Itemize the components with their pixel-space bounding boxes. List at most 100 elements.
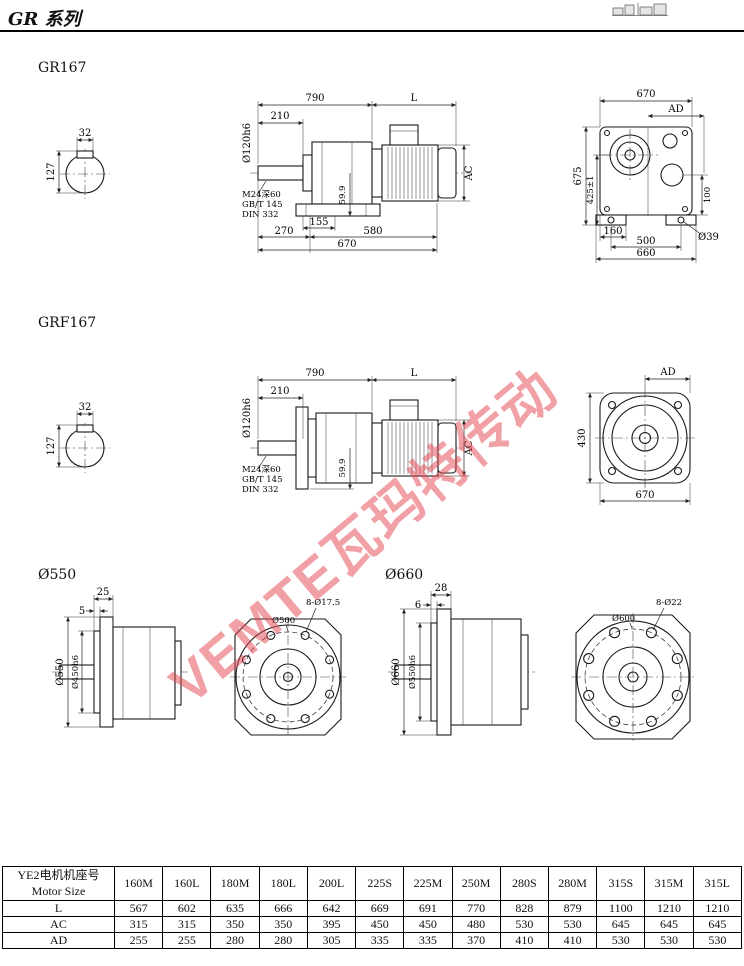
bolt-holes	[583, 627, 683, 727]
dim-790: 790	[305, 93, 324, 104]
gr167-side-view	[250, 124, 472, 217]
table-col-header: 180M	[210, 866, 260, 901]
table-cell: 1100	[596, 900, 646, 917]
table-col-header: 225S	[355, 866, 405, 901]
flange-drawings: 25 5 Ø550 Ø450h6	[52, 583, 695, 741]
table-cell: 305	[306, 932, 357, 949]
table-cell: 410	[547, 932, 598, 949]
dim-spigot450: Ø450h6	[70, 655, 81, 689]
dim-790: 790	[305, 368, 324, 379]
dim-580: 580	[363, 226, 382, 237]
dim-L: L	[411, 93, 418, 104]
grf167-end-view	[595, 388, 695, 488]
brand-machines-logo-icon	[612, 3, 668, 16]
table-cell: 370	[451, 932, 501, 949]
table-col-header: 160L	[162, 866, 212, 901]
table-row-label: AC	[2, 916, 115, 933]
grf167-end-dimensions: AD 430 670	[577, 367, 691, 505]
dim-AD: AD	[667, 104, 683, 115]
table-cell: 255	[162, 932, 212, 949]
dim-670-bottom: 670	[635, 490, 654, 501]
table-cell: 879	[547, 900, 598, 917]
dim-5: 5	[79, 606, 85, 617]
table-cell: 645	[692, 916, 743, 933]
dim-25: 25	[97, 587, 110, 598]
table-cell: 828	[499, 900, 549, 917]
dim-675: 675	[573, 166, 584, 185]
grf167-side-view	[250, 399, 472, 490]
section-label-flange550: Ø550	[38, 567, 77, 583]
table-cell: 315	[162, 916, 212, 933]
dim-bolt-circle: Ø500	[272, 615, 295, 626]
table-cell: 530	[596, 932, 646, 949]
dim-AC: AC	[464, 165, 475, 181]
gr167-shaft-cross-section: 32 127	[46, 128, 110, 199]
tap-spec-line3: DIN 332	[242, 210, 279, 220]
table-col-header: 315M	[644, 866, 694, 901]
flange550-side-view: 25 5 Ø550 Ø450h6	[52, 587, 188, 728]
flange660-side-view: 28 6 Ø660 Ø550h6	[388, 583, 535, 736]
gr167-drawing: 32 127	[46, 89, 719, 263]
dim-425: 425±1	[586, 176, 596, 205]
dim-shaft-section-dia: 127	[46, 162, 57, 181]
section-label-flange660: Ø660	[385, 567, 424, 583]
gr167-side-dimensions: 790 L 210 Ø120h6 M24深60 GB/T 145 DIN 332…	[242, 93, 475, 253]
table-col-header: 160M	[113, 866, 164, 901]
dim-bolt-holes: 8-Ø22	[656, 597, 682, 608]
dim-59-9: 59.9	[338, 186, 348, 205]
dim-AD: AD	[659, 367, 675, 378]
table-col-header: 280M	[547, 866, 598, 901]
table-cell: 530	[692, 932, 743, 949]
table-cell: 770	[451, 900, 501, 917]
table-cell: 410	[499, 932, 549, 949]
section-label-grf167: GRF167	[38, 315, 97, 331]
table-cell: 1210	[644, 900, 694, 917]
dim-210: 210	[270, 386, 289, 397]
dim-od660: Ø660	[391, 658, 402, 685]
dim-28: 28	[435, 583, 448, 594]
table-cell: 602	[162, 900, 212, 917]
dim-155: 155	[309, 217, 328, 228]
grf167-drawing: 32 127	[46, 367, 695, 505]
table-cell: 350	[258, 916, 308, 933]
table-col-header: 280S	[499, 866, 549, 901]
table-col-header: 315S	[596, 866, 646, 901]
dim-shaft-dia: Ø120h6	[242, 398, 253, 438]
grf167-side-dimensions: 790 L 210 Ø120h6 M24深60 GB/T 145 DIN 332…	[242, 368, 475, 495]
table-cell: 691	[403, 900, 453, 917]
gr167-end-dimensions: 670 AD 675 425±1 100 160 500	[573, 89, 719, 263]
table-cell: 645	[644, 916, 694, 933]
motor-fins	[387, 422, 433, 474]
table-cell: 350	[210, 916, 260, 933]
dim-670-top: 670	[636, 89, 655, 100]
dim-spigot550: Ø550h6	[407, 655, 418, 689]
table-row-label: AD	[2, 932, 115, 949]
flange550-front-view: 8-Ø17.5 Ø500	[230, 597, 346, 737]
dim-660: 660	[636, 248, 655, 259]
table-cell: 645	[596, 916, 646, 933]
table-cell: 567	[113, 900, 164, 917]
tap-spec-line2: GB/T 145	[242, 475, 283, 485]
grf167-shaft-cross-section: 32 127	[46, 402, 110, 473]
tap-spec-line1: M24深60	[242, 190, 281, 200]
table-cell: 669	[355, 900, 405, 917]
table-col-header: 250M	[451, 866, 501, 901]
dim-foot-hole: Ø39	[698, 232, 719, 243]
gr167-end-view	[595, 126, 697, 226]
dim-59-9: 59.9	[338, 459, 348, 478]
table-cell: 450	[403, 916, 453, 933]
tap-spec-line3: DIN 332	[242, 485, 279, 495]
dim-160: 160	[603, 226, 622, 237]
table-cell: 395	[306, 916, 357, 933]
dim-key-width: 32	[79, 402, 92, 413]
dim-shaft-section-dia: 127	[46, 436, 57, 455]
tap-spec-line2: GB/T 145	[242, 200, 283, 210]
header-divider	[0, 30, 744, 32]
table-row-label: L	[2, 900, 115, 917]
dim-key-width: 32	[79, 128, 92, 139]
dim-shaft-dia: Ø120h6	[242, 123, 253, 163]
table-col-header: 200L	[306, 866, 357, 901]
flange660-front-view: 8-Ø22 Ø600	[571, 597, 695, 741]
